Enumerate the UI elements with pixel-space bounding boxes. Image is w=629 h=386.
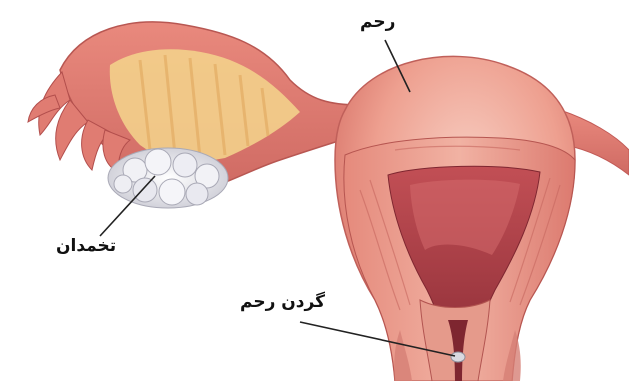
ovary-label: تخمدان xyxy=(56,238,116,255)
ovary xyxy=(108,148,228,208)
uterus-label: رحم xyxy=(360,14,395,31)
cervical-os xyxy=(451,352,465,362)
cervix-label: گردن رحم xyxy=(240,294,325,311)
